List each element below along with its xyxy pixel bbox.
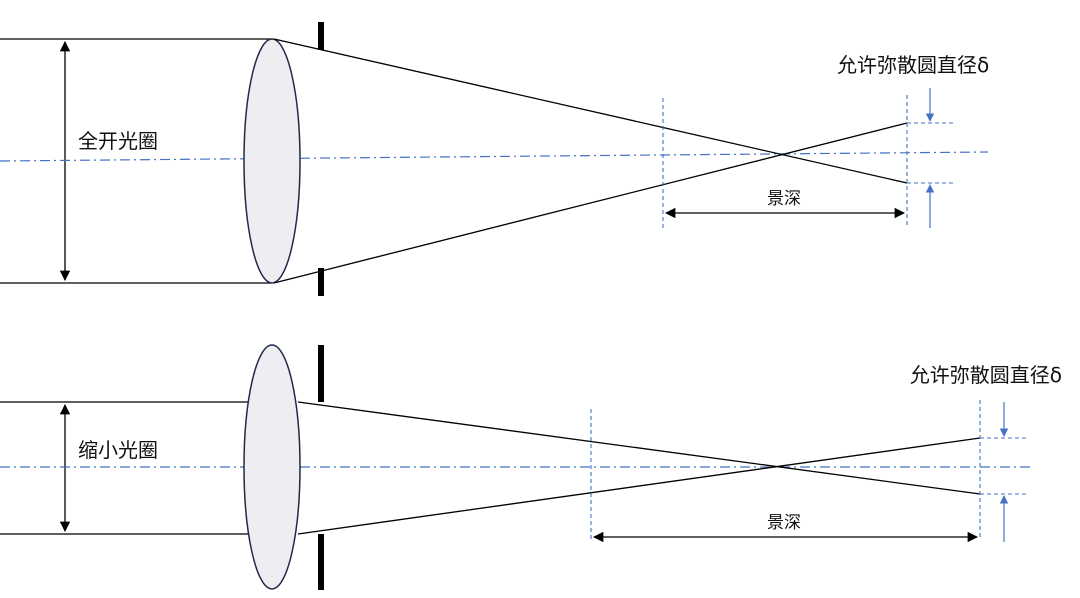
optical-axis [0, 151, 989, 162]
ray-lower [273, 122, 908, 284]
ray-lower [297, 437, 981, 535]
aperture-label: 全开光圈 [78, 129, 158, 153]
coc-label: 允许弥散圆直径δ [910, 363, 1062, 387]
lens [243, 38, 301, 284]
coc-label: 允许弥散圆直径δ [837, 53, 989, 77]
dof-label: 景深 [767, 189, 801, 209]
ray-upper [273, 38, 908, 184]
panel-full-aperture: 景深 全开光圈 允许弥散圆直径δ [0, 22, 989, 296]
ray-upper [297, 401, 981, 495]
dof-label: 景深 [767, 513, 801, 533]
lens [243, 344, 301, 590]
panel-reduced-aperture: 景深 缩小光圈 允许弥散圆直径δ [0, 344, 1062, 590]
aperture-label: 缩小光圈 [78, 438, 158, 462]
